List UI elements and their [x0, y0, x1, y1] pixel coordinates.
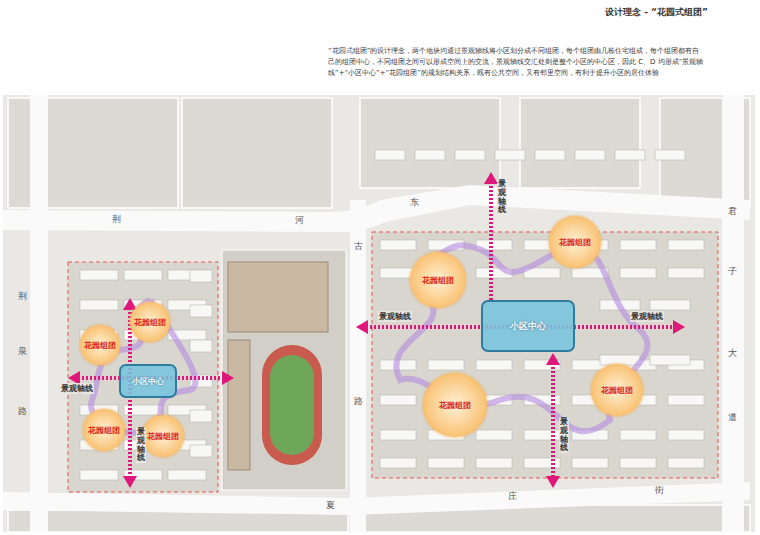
page-title: 设计理念 - “花园式组团” [605, 6, 708, 19]
building [620, 240, 656, 250]
road-name: 泉 [18, 345, 27, 358]
building [190, 445, 212, 457]
garden-label: 花园组团 [88, 425, 120, 436]
building [80, 270, 118, 280]
building [668, 268, 704, 278]
building [375, 150, 405, 160]
plot-boundary [372, 232, 718, 478]
garden-cluster: 花园组团 [142, 415, 184, 457]
garden-label: 花园组团 [559, 237, 591, 248]
school [222, 250, 346, 490]
road-name: 荆 [18, 290, 27, 303]
building [535, 150, 565, 160]
building [428, 360, 464, 370]
landscape-ribbons [91, 245, 647, 433]
city-blocks [8, 98, 750, 532]
axis-label: 景观轴线 [378, 311, 412, 322]
building [615, 150, 645, 160]
roads [3, 95, 750, 532]
garden-cluster: 花园组团 [423, 373, 487, 437]
building [190, 340, 212, 352]
building [380, 395, 416, 405]
road-name: 子 [728, 265, 737, 278]
description-note: “花园式组团”的设计理念，两个地块均通过景观轴线将小区划分成不同组团，每个组团由… [328, 46, 706, 79]
building [168, 470, 206, 480]
road-name: 路 [354, 395, 363, 408]
building [620, 430, 656, 440]
garden-cluster: 花园组团 [80, 325, 120, 365]
building [124, 270, 162, 280]
residential-buildings [80, 150, 704, 480]
building [668, 458, 704, 468]
building [190, 270, 212, 282]
garden-label: 花园组团 [147, 431, 179, 442]
center-box: 小区中心 [481, 300, 575, 352]
garden-cluster: 花园组团 [549, 216, 601, 268]
road-name: 大 [728, 347, 737, 360]
axis-label: 景观轴线 [630, 311, 664, 322]
building [655, 150, 685, 160]
road-name: 河 [295, 214, 304, 227]
garden-label: 花园组团 [601, 385, 633, 396]
center-label: 小区中心 [132, 376, 164, 387]
building [190, 410, 212, 422]
center-box: 小区中心 [119, 364, 177, 398]
building [668, 240, 704, 250]
building [380, 430, 416, 440]
road-name: 夏 [326, 499, 335, 512]
building [620, 268, 656, 278]
building [415, 150, 445, 160]
axis-label: 景观轴线 [60, 383, 94, 394]
building [428, 458, 464, 468]
road-name: 古 [354, 240, 363, 253]
garden-cluster: 花园组团 [130, 302, 170, 342]
garden-cluster: 花园组团 [410, 252, 466, 308]
axis-label: 景观轴线 [559, 418, 569, 453]
building [476, 458, 512, 468]
garden-cluster: 花园组团 [83, 409, 125, 451]
building [668, 395, 704, 405]
axis-arrowheads [68, 172, 685, 488]
building [190, 305, 212, 317]
building [80, 300, 118, 310]
garden-cluster: 花园组团 [591, 364, 643, 416]
building [575, 150, 605, 160]
building [455, 150, 485, 160]
axis-label: 景观轴线 [136, 428, 146, 463]
building [650, 300, 690, 310]
building [650, 355, 690, 365]
landscape-axes [78, 182, 675, 478]
road-name: 荆 [112, 213, 121, 226]
center-label: 小区中心 [510, 320, 546, 333]
garden-label: 花园组团 [134, 317, 166, 328]
garden-label: 花园组团 [422, 275, 454, 286]
road-name: 道 [728, 411, 737, 424]
building [380, 458, 416, 468]
road-name: 路 [18, 405, 27, 418]
map-ground [3, 95, 755, 532]
building [476, 430, 512, 440]
building [380, 240, 416, 250]
axis-label: 景观轴线 [497, 180, 507, 215]
road-name: 东 [410, 196, 419, 209]
garden-label: 花园组团 [84, 340, 116, 351]
building [80, 470, 118, 480]
building [620, 458, 656, 468]
building [476, 360, 512, 370]
building [668, 430, 704, 440]
building [572, 458, 608, 468]
garden-label: 花园组团 [439, 400, 471, 411]
road-name: 街 [655, 484, 664, 497]
building [495, 150, 525, 160]
road-name: 君 [728, 205, 737, 218]
road-name: 庄 [508, 490, 517, 503]
